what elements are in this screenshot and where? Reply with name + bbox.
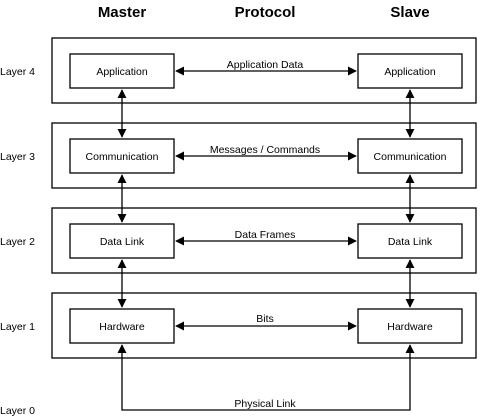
slave-hardware-node xyxy=(357,308,463,344)
slave-communication-label: Communication xyxy=(374,151,447,163)
slave-data-link-label: Data Link xyxy=(388,236,433,248)
layer-4-label: Layer 4 xyxy=(0,66,35,78)
messages-commands-label: Messages / Commands xyxy=(210,144,320,156)
slave-hardware-label: Hardware xyxy=(387,321,433,333)
master-column-header: Master xyxy=(98,4,147,21)
slave-column-header: Slave xyxy=(390,4,429,21)
protocol-column-header: Protocol xyxy=(235,4,296,21)
slave-application-node xyxy=(357,53,463,89)
layer-1-label: Layer 1 xyxy=(0,321,35,333)
data-frames-label: Data Frames xyxy=(235,229,296,241)
layer-0-label: Layer 0 xyxy=(0,405,35,417)
master-hardware-node xyxy=(69,308,175,344)
physical-link-label: Physical Link xyxy=(234,398,296,410)
master-application-node xyxy=(69,53,175,89)
layer-2-label: Layer 2 xyxy=(0,236,35,248)
master-communication-node xyxy=(69,138,175,174)
physical-link xyxy=(117,344,415,411)
master-data-link-label: Data Link xyxy=(100,236,145,248)
bits-label: Bits xyxy=(256,313,274,325)
master-data-link-node xyxy=(69,223,175,259)
slave-communication-node xyxy=(357,138,463,174)
application-data-label: Application Data xyxy=(227,59,304,71)
slave-data-link-node xyxy=(357,223,463,259)
slave-application-label: Application xyxy=(384,66,436,78)
master-communication-label: Communication xyxy=(86,151,159,163)
layer-3-label: Layer 3 xyxy=(0,151,35,163)
master-hardware-label: Hardware xyxy=(99,321,145,333)
master-application-label: Application xyxy=(96,66,148,78)
